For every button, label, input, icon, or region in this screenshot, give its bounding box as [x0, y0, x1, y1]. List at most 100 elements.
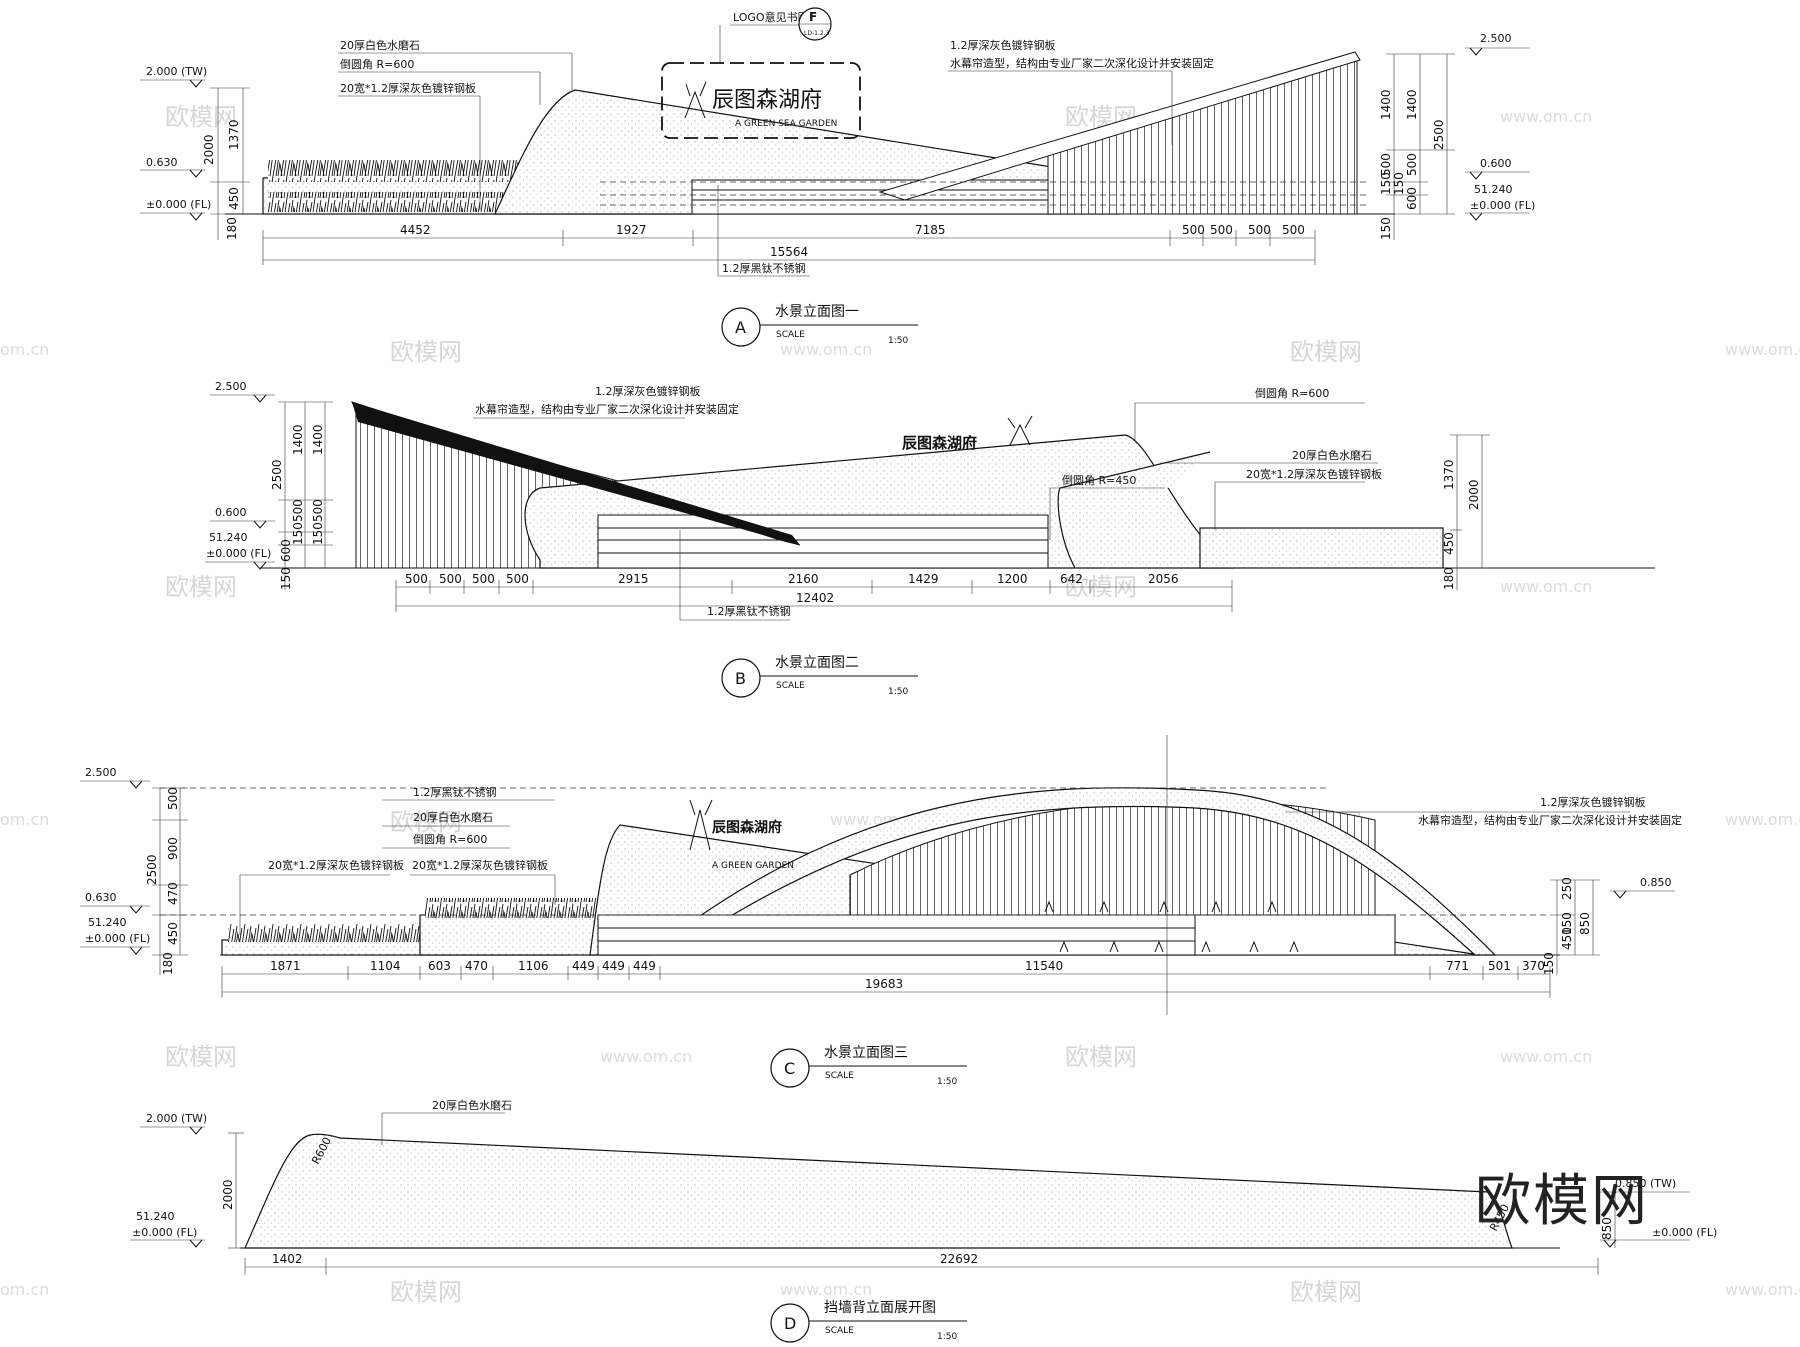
level-label: 2.000 (TW)	[146, 65, 207, 78]
dimension-label: 500	[311, 499, 325, 522]
vertical-dimensions-left: 2000	[221, 1132, 244, 1249]
dimension-label: 600	[279, 539, 293, 562]
dimension-label: 2500	[1432, 119, 1446, 150]
scale-value: 1:50	[888, 687, 908, 697]
logo-subtext: A GREEN SEA GARDEN	[735, 119, 837, 129]
dimension-label: 449	[633, 959, 656, 973]
logo-subtext: A GREEN GARDEN	[712, 861, 794, 871]
dimension-label: 1370	[227, 119, 241, 150]
deer-logo-icon	[1007, 415, 1033, 446]
vertical-dimensions-right: 250 150 450 850 150	[1542, 877, 1600, 975]
scale-value: 1:50	[937, 1332, 957, 1342]
note-text: 水幕帘造型，结构由专业厂家二次深化设计并安装固定	[950, 56, 1214, 70]
watermark-site: www.om.cn	[1725, 1280, 1800, 1299]
level-label: 2.500	[85, 766, 117, 779]
logo-sign: 辰图森湖府 A GREEN SEA GARDEN	[661, 62, 861, 139]
dimension-label: 2000	[221, 1179, 235, 1210]
watermark-site: www.om.cn	[1500, 577, 1592, 596]
watermark-brand-large: 欧模网	[1475, 1169, 1649, 1234]
note-text: 倒圆角 R=600	[413, 833, 487, 846]
view-title: 水景立面图一	[775, 304, 859, 320]
dimension-label: 500	[291, 499, 305, 522]
watermark-brand: 欧模网	[390, 808, 462, 836]
vertical-dimensions-right: 850	[1600, 1192, 1616, 1248]
dimension-label: 150	[1542, 952, 1556, 975]
dimension-label: 500	[166, 787, 180, 810]
dimension-label: 150	[1392, 172, 1406, 195]
planting-strip	[268, 192, 560, 212]
dimension-label: 2056	[1148, 572, 1179, 586]
scale-label: SCALE	[825, 1071, 854, 1081]
dimension-label: 1927	[616, 223, 647, 237]
note-text: LOGO意见书图	[733, 10, 809, 24]
level-label: ±0.000 (FL)	[1470, 199, 1535, 212]
note-text: 1.2厚黑钛不锈钢	[722, 261, 806, 275]
dimension-label: 19683	[865, 977, 903, 991]
note-text: 1.2厚深灰色镀锌钢板	[595, 384, 701, 398]
view-title: 水景立面图三	[824, 1045, 908, 1061]
dimension-label: 7185	[915, 223, 946, 237]
level-markers-right: 0.850 (TW) ±0.000 (FL)	[1600, 1177, 1717, 1248]
detail-callout-sheet: LD-1.2.3	[804, 30, 830, 37]
dimension-label: 22692	[940, 1252, 978, 1266]
jet-icon	[1059, 940, 1299, 953]
dimension-label: 500	[439, 572, 462, 586]
note-text: 1.2厚深灰色镀锌钢板	[1540, 795, 1646, 809]
vertical-dimensions-right: 1400 1400 2500 500 500 150 150 600 150	[1379, 53, 1455, 240]
dimension-label: 500	[506, 572, 529, 586]
note-text: 倒圆角 R=450	[1062, 474, 1136, 487]
dimension-label: 1402	[272, 1252, 303, 1266]
view-title: 水景立面图二	[775, 655, 859, 671]
dimension-label: 850	[1578, 912, 1592, 935]
vertical-dimensions-left: 500 900 2500 470 450 180	[145, 787, 188, 975]
dimension-label: 1429	[908, 572, 939, 586]
dimension-label: 2915	[618, 572, 649, 586]
dimension-label: 450	[227, 187, 241, 210]
planter-box	[1199, 527, 1444, 569]
watermark-site: www.om.cn	[1500, 107, 1592, 126]
annotations: 20厚白色水磨石 倒圆角 R=600 20宽*1.2厚深灰色镀锌钢板 LOGO意…	[338, 7, 1214, 277]
steel-blade	[878, 51, 1361, 201]
dimension-label: 2500	[145, 854, 159, 885]
level-label: 0.600	[215, 506, 247, 519]
level-label: 51.240	[1474, 183, 1513, 196]
level-label: 0.630	[85, 891, 117, 904]
watermark-brand: 欧模网	[390, 1278, 462, 1306]
dimension-label: 1400	[1379, 89, 1393, 120]
dimension-label: 12402	[796, 591, 834, 605]
annotations: 20厚白色水磨石	[381, 1098, 512, 1145]
level-markers-right: 0.850	[1610, 876, 1675, 899]
watermark-brand: 欧模网	[1290, 338, 1362, 366]
dimension-label: 600	[1405, 187, 1419, 210]
dimension-label: 4452	[400, 223, 431, 237]
level-markers-left: 2.000 (TW) 0.630 ±0.000 (FL)	[140, 65, 211, 221]
level-label: 0.850 (TW)	[1615, 1177, 1676, 1190]
note-text: 倒圆角 R=600	[1255, 387, 1329, 400]
note-text: 水幕帘造型，结构由专业厂家二次深化设计并安装固定	[1418, 813, 1682, 827]
dimension-label: 1370	[1442, 459, 1456, 490]
level-label: 0.600	[1480, 157, 1512, 170]
view-title-a: A 水景立面图一 SCALE 1:50	[721, 304, 918, 347]
level-label: 51.240	[88, 916, 127, 929]
watermark-layer: 欧模网 欧模网 www.om.cn om.cn 欧模网 www.om.cn 欧模…	[0, 103, 1800, 1306]
black-steel-blade	[352, 402, 800, 545]
dimension-label: 850	[1600, 1217, 1614, 1240]
note-text: 20厚白色水磨石	[413, 810, 493, 824]
level-label: 2.500	[215, 380, 247, 393]
deer-logo-icon	[684, 81, 707, 119]
watermark-brand: 欧模网	[390, 338, 462, 366]
dimension-label: 11540	[1025, 959, 1063, 973]
scale-value: 1:50	[937, 1077, 957, 1087]
watermark-site: www.om.cn	[1725, 340, 1800, 359]
logo-sign: 辰图森湖府	[902, 415, 1033, 452]
level-markers-left: 2.000 (TW) 51.240 ±0.000 (FL)	[130, 1112, 207, 1248]
dimension-label: 500	[1210, 223, 1233, 237]
retaining-wall	[244, 1133, 1513, 1249]
view-marker-letter: C	[784, 1059, 795, 1078]
logo-sign: 辰图森湖府 A GREEN GARDEN	[689, 799, 794, 871]
note-text: 1.2厚黑钛不锈钢	[707, 604, 791, 618]
deer-logo-icon	[689, 799, 713, 851]
dimension-label: 450	[1442, 532, 1456, 555]
watermark-brand: 欧模网	[165, 1043, 237, 1071]
